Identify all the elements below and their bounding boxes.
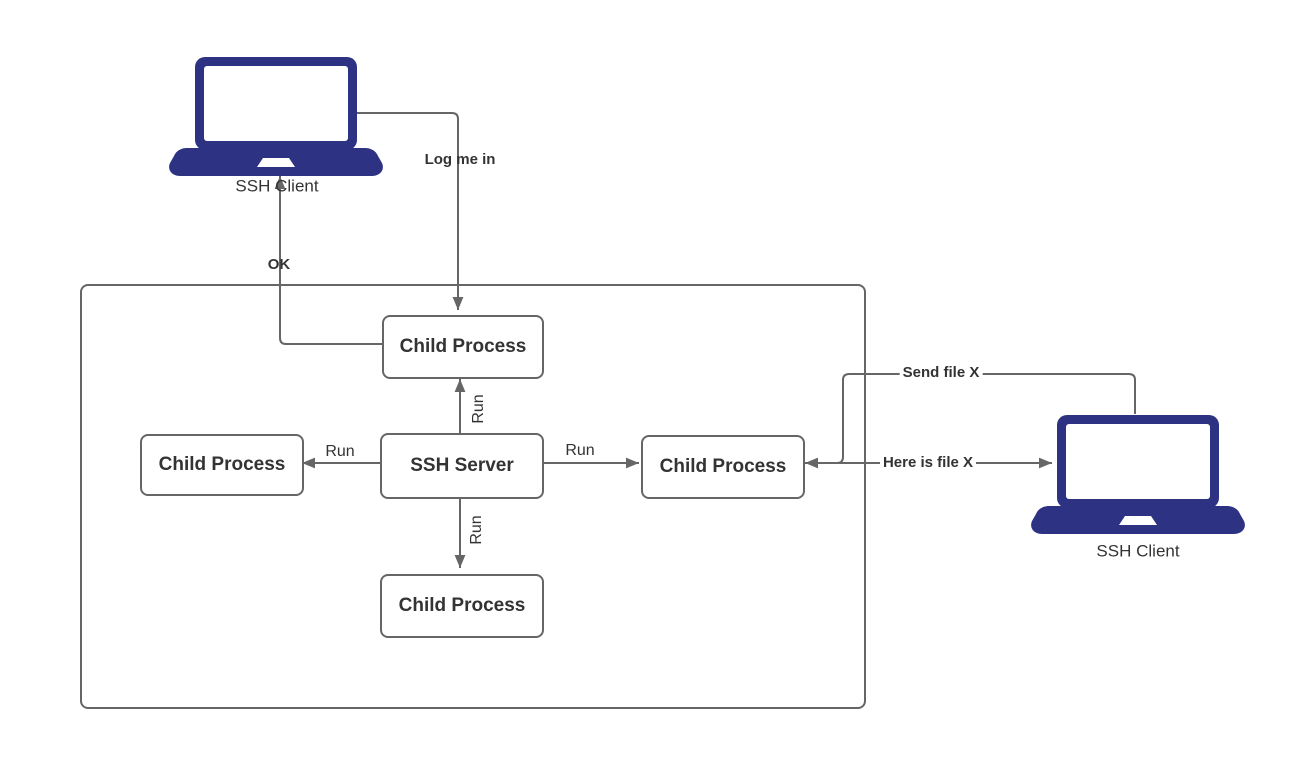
connector-send-file	[805, 373, 1136, 469]
node-ssh-server: SSH Server	[380, 433, 544, 499]
node-label: Child Process	[399, 336, 527, 357]
connector-log-me-in	[357, 112, 464, 310]
right-client-label: SSH Client	[1096, 541, 1180, 561]
node-label: SSH Server	[410, 455, 514, 476]
node-label: Child Process	[398, 595, 526, 616]
edge-label-run-up: Run	[470, 394, 488, 424]
edge-label-ok: OK	[267, 255, 291, 273]
edge-label-run-right: Run	[565, 442, 595, 460]
laptop-icon-right-client	[1031, 415, 1245, 534]
node-label: Child Process	[158, 454, 286, 475]
node-child-process-left: Child Process	[140, 434, 304, 496]
node-child-process-bottom: Child Process	[380, 574, 544, 638]
node-label: Child Process	[659, 456, 787, 477]
left-client-label: SSH Client	[235, 176, 319, 196]
edge-label-send-file: Send file X	[899, 364, 983, 382]
edge-label-log-me-in: Log me in	[424, 150, 496, 168]
node-child-process-right: Child Process	[641, 435, 805, 499]
edge-label-run-down: Run	[468, 515, 486, 545]
server-process-group-frame	[80, 284, 866, 709]
node-child-process-top: Child Process	[382, 315, 544, 379]
laptop-icon-left-client	[169, 57, 383, 176]
edge-label-here-is-file: Here is file X	[879, 454, 977, 472]
edge-label-run-left: Run	[325, 443, 355, 461]
connector-ok	[274, 176, 382, 345]
